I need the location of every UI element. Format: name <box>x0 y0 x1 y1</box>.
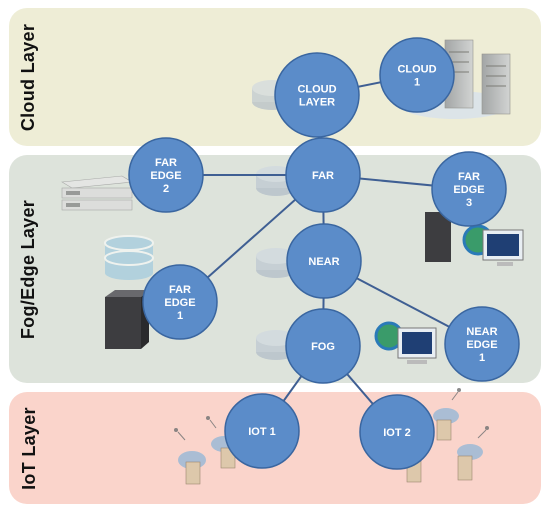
node-circle-near-edge-1 <box>444 306 520 382</box>
node-label-far-edge-1-1: EDGE <box>164 297 195 309</box>
node-circle-far-edge-2 <box>128 137 204 213</box>
node-circle-iot-1 <box>224 393 300 469</box>
node-far: FAR <box>285 137 361 213</box>
near-router-icon <box>256 248 296 278</box>
node-circle-near <box>286 223 362 299</box>
desktop-computer-icon-near-edge <box>374 321 437 364</box>
node-fog: FOG <box>285 308 361 384</box>
node-label-fog-0: FOG <box>311 341 335 353</box>
desktop-computer-icon-far-edge-3 <box>425 212 524 266</box>
rack-server-icon <box>61 175 133 211</box>
node-label-iot-1-0: IOT 1 <box>248 426 276 438</box>
node-iot-1: IOT 1 <box>224 393 300 469</box>
node-label-cloud-1-0: CLOUD <box>397 64 436 76</box>
node-label-far-edge-2-0: FAR <box>155 157 177 169</box>
node-circle-far-edge-3 <box>431 151 507 227</box>
node-label-far-edge-1-0: FAR <box>169 284 191 296</box>
node-circle-cloud-1 <box>379 37 455 113</box>
node-iot-2: IOT 2 <box>359 394 435 470</box>
node-label-near-edge-1-1: EDGE <box>466 339 497 351</box>
node-label-far-edge-2-2: 2 <box>163 183 169 195</box>
node-circle-far-edge-1 <box>142 264 218 340</box>
node-near: NEAR <box>286 223 362 299</box>
node-label-cloud-1-1: 1 <box>414 77 420 89</box>
database-icon <box>104 235 154 280</box>
node-label-iot-2-0: IOT 2 <box>383 427 411 439</box>
node-label-cloud-layer-0: CLOUD <box>297 84 336 96</box>
node-label-near-edge-1-0: NEAR <box>466 326 497 338</box>
node-label-far-edge-1-2: 1 <box>177 310 183 322</box>
node-label-far-edge-2-1: EDGE <box>150 170 181 182</box>
node-circle-cloud-layer <box>274 52 360 138</box>
node-circle-far <box>285 137 361 213</box>
node-label-near-0: NEAR <box>308 256 339 268</box>
node-circle-fog <box>285 308 361 384</box>
node-circle-iot-2 <box>359 394 435 470</box>
node-label-near-edge-1-2: 1 <box>479 352 485 364</box>
node-label-far-edge-3-1: EDGE <box>453 184 484 196</box>
node-label-far-0: FAR <box>312 170 334 182</box>
nodes: CLOUDLAYERCLOUD1FARFAREDGE2FAREDGE3NEARF… <box>128 37 520 470</box>
node-label-far-edge-3-2: 3 <box>466 197 472 209</box>
node-label-cloud-layer-1: LAYER <box>299 97 335 109</box>
node-label-far-edge-3-0: FAR <box>458 171 480 183</box>
